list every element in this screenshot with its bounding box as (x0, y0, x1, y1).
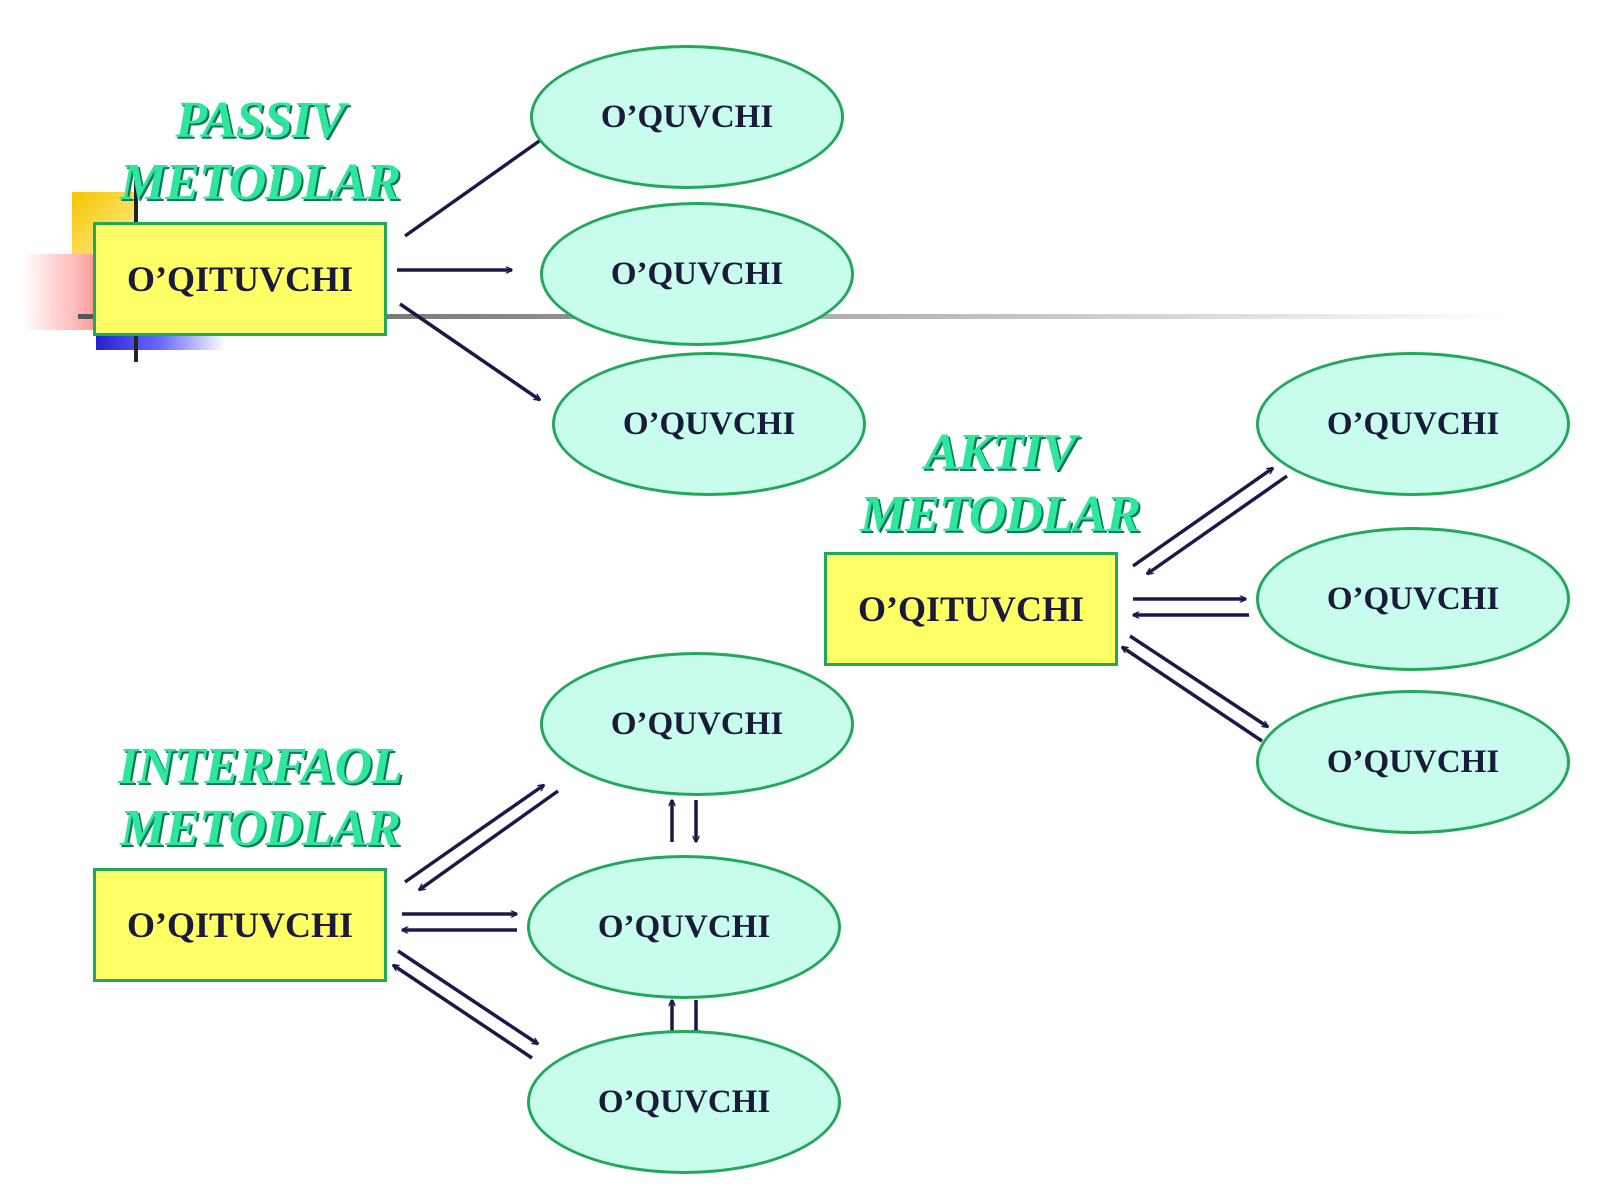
interactive-title-line2: METODLAR (120, 800, 401, 857)
interactive-arrow-1-out (403, 783, 544, 884)
interactive-student-3: O’QUVCHI (527, 1030, 841, 1174)
passive-student-2: O’QUVCHI (540, 202, 854, 346)
active-title-line2: METODLAR (860, 486, 1141, 543)
passive-student-1: O’QUVCHI (530, 45, 844, 189)
interactive-arrow-1-in (419, 789, 560, 892)
active-arrow-1-out (1131, 466, 1273, 568)
active-student-2: O’QUVCHI (1256, 527, 1570, 671)
active-arrow-3-out (1129, 634, 1268, 729)
active-student-1: O’QUVCHI (1256, 352, 1570, 496)
active-teacher-box: O’QITUVCHI (824, 552, 1118, 666)
interactive-arrow-3-out (397, 949, 538, 1046)
passive-arrow-3 (399, 302, 540, 402)
active-arrow-3-in (1122, 645, 1263, 743)
passive-title-line2: METODLAR (120, 154, 401, 211)
passive-methods-title: PASSIV METODLAR (90, 90, 430, 214)
active-student-3: O’QUVCHI (1256, 690, 1570, 834)
interactive-arrow-3-in (393, 963, 533, 1060)
active-arrow-1-in (1147, 474, 1289, 576)
passive-title-line1: PASSIV (175, 92, 345, 149)
interactive-student-2: O’QUVCHI (527, 855, 841, 999)
interactive-methods-title: INTERFAOL METODLAR (80, 736, 440, 860)
passive-teacher-box: O’QITUVCHI (93, 222, 387, 336)
passive-student-3: O’QUVCHI (552, 352, 866, 496)
interactive-student-1: O’QUVCHI (540, 652, 854, 796)
active-title-line1: AKTIV (924, 424, 1076, 481)
interactive-teacher-box: O’QITUVCHI (93, 868, 387, 982)
active-methods-title: AKTIV METODLAR (830, 422, 1170, 546)
interactive-title-line1: INTERFAOL (118, 738, 403, 795)
passive-arrow-1 (403, 135, 545, 238)
